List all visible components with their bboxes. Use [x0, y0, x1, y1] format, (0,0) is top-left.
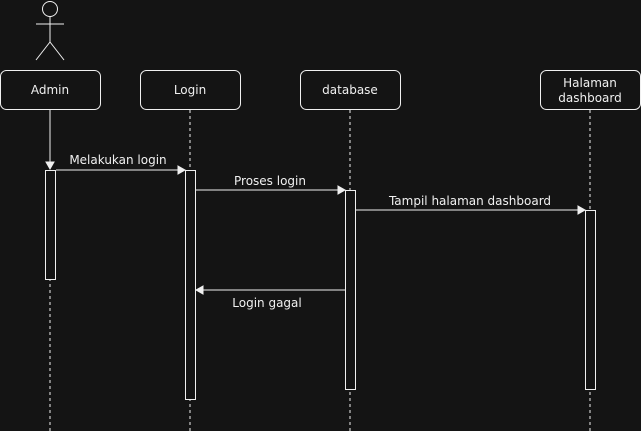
arrowhead-icon	[337, 185, 347, 195]
participant-database: database	[300, 70, 401, 110]
message-login-gagal-label: Login gagal	[232, 296, 301, 310]
activation-halaman-dashboard	[585, 210, 596, 390]
message-tampil-dashboard-label: Tampil halaman dashboard	[388, 194, 551, 208]
message-melakukan-login: Melakukan login	[56, 153, 187, 175]
participant-halaman-label-line2: dashboard	[558, 91, 621, 105]
participant-login-label: Login	[174, 83, 206, 97]
participant-admin: Admin	[0, 70, 101, 110]
message-login-gagal: Login gagal	[194, 285, 345, 310]
message-proses-login: Proses login	[196, 174, 347, 195]
activation-database	[345, 190, 356, 390]
admin-actor-icon	[35, 1, 65, 61]
message-tampil-dashboard: Tampil halaman dashboard	[356, 194, 587, 215]
participant-admin-label: Admin	[31, 83, 69, 97]
arrowhead-icon	[177, 165, 187, 175]
participant-login: Login	[140, 70, 241, 110]
participant-database-label: database	[322, 83, 378, 97]
activation-admin	[45, 170, 56, 280]
message-melakukan-login-label: Melakukan login	[69, 153, 166, 167]
activation-login	[185, 170, 196, 400]
participant-halaman-label-line1: Halaman	[563, 76, 617, 90]
arrowhead-icon	[577, 205, 587, 215]
admin-start-arrow	[45, 110, 55, 171]
participant-halaman-dashboard: Halaman dashboard	[540, 70, 641, 110]
message-proses-login-label: Proses login	[234, 174, 306, 188]
arrowhead-icon	[194, 285, 204, 295]
